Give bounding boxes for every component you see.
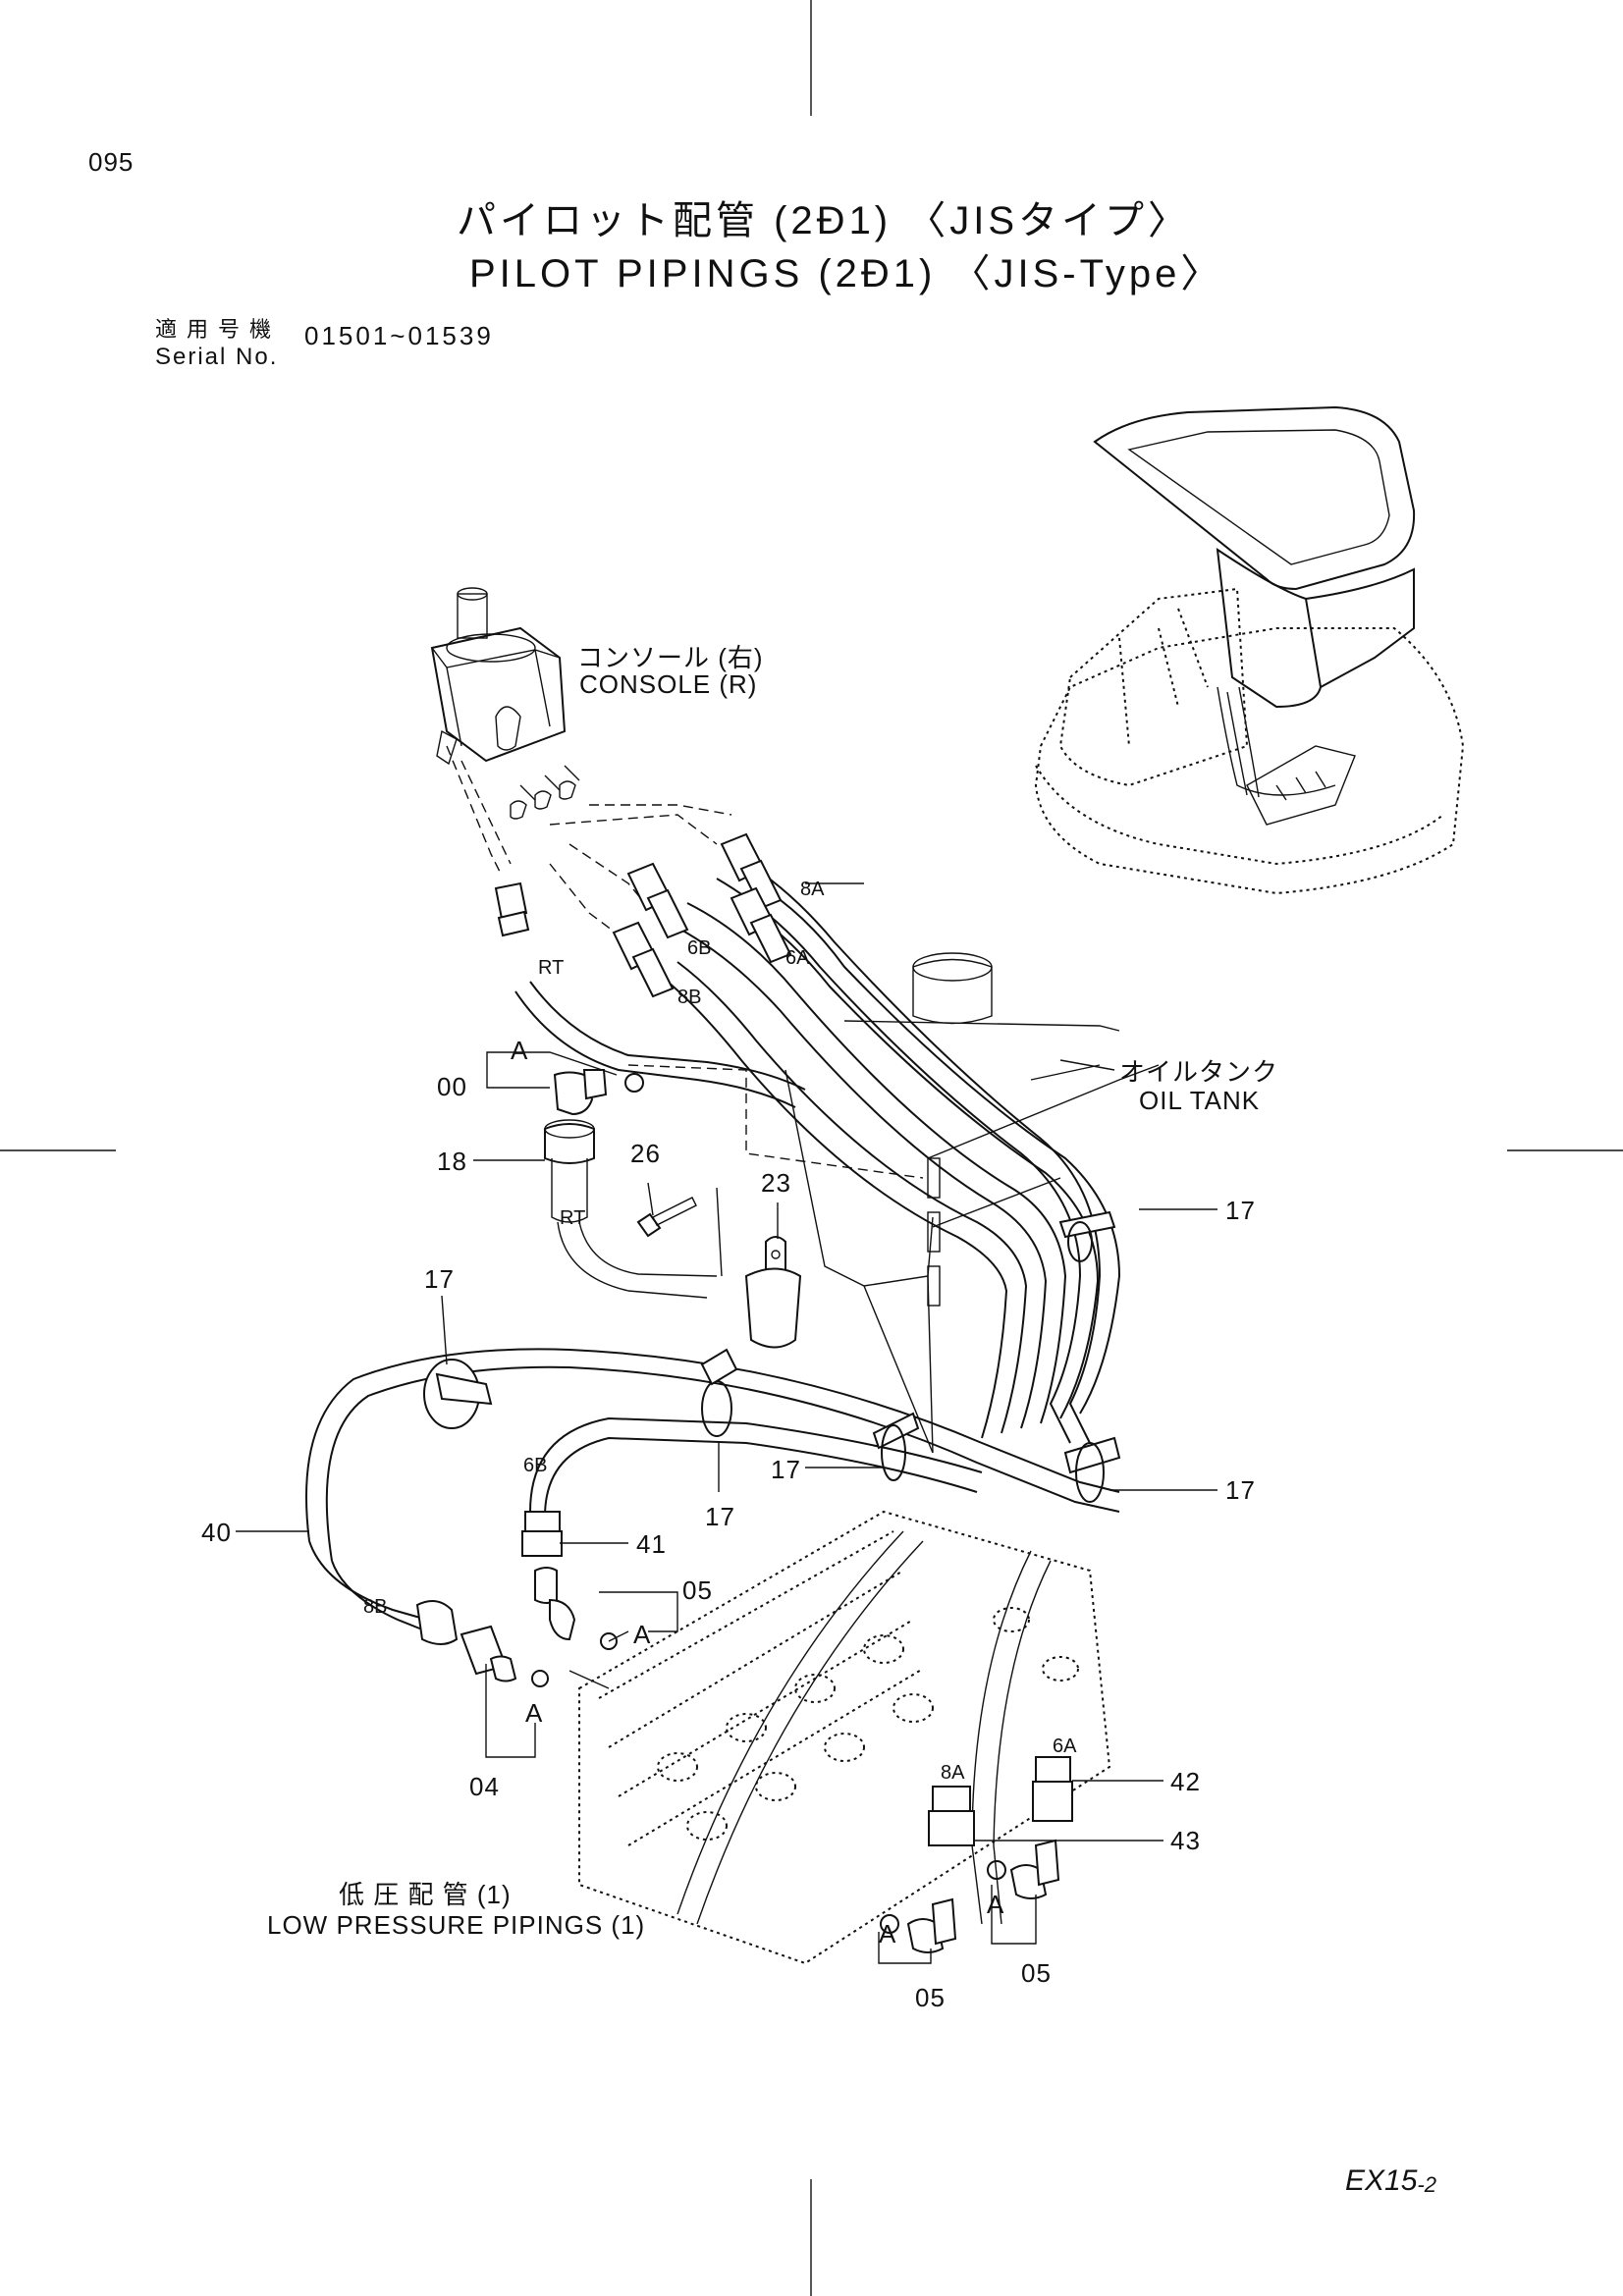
lower-fittings-right: [880, 1756, 1073, 1953]
part-number-42: 42: [1170, 1767, 1201, 1796]
hose-tag-6b-lower: 6B: [523, 1455, 548, 1476]
part-number-26: 26: [630, 1139, 661, 1168]
pilot-hoses: [514, 853, 1121, 1444]
part-number-43: 43: [1170, 1826, 1201, 1855]
hose-tag-8a-upper: 8A: [800, 879, 825, 900]
low-pressure-label-japanese: 低 圧 配 管 (1): [339, 1880, 512, 1909]
page-title-english: PILOT PIPINGS (2Ð1) 〈JIS-Type〉: [469, 252, 1224, 295]
view-marker-a-left: A: [525, 1698, 544, 1728]
view-marker-a-bottom-right: A: [987, 1890, 1005, 1919]
lower-hoses: [305, 1210, 1121, 1630]
part-number-17-mid-low: 17: [705, 1502, 735, 1531]
lower-fittings-left: [415, 1511, 618, 1687]
hose-fittings-upper: [494, 832, 792, 998]
oil-tank-label-english: OIL TANK: [1139, 1086, 1261, 1115]
view-marker-a-top: A: [511, 1036, 529, 1065]
hose-tag-6a-upper: 6A: [785, 947, 810, 969]
hose-tag-8a-lower: 8A: [941, 1762, 965, 1784]
hose-tag-6b-upper: 6B: [687, 937, 712, 959]
model-suffix: -2: [1417, 2172, 1436, 2197]
view-marker-a-upper-right: A: [633, 1620, 652, 1649]
page-title-japanese: パイロット配管 (2Ð1) 〈JISタイプ〉: [457, 199, 1192, 242]
hose-tag-6a-lower: 6A: [1053, 1735, 1077, 1757]
low-pressure-label-english: LOW PRESSURE PIPINGS (1): [267, 1910, 646, 1940]
part-number-00: 00: [437, 1072, 467, 1101]
serial-label-japanese: 適用号機: [155, 317, 282, 342]
console-label-japanese: コンソール (右): [577, 643, 764, 672]
part-number-05-bottom-left: 05: [915, 1983, 946, 2012]
part-number-04: 04: [469, 1772, 500, 1801]
part-number-05-bottom-right: 05: [1021, 1958, 1052, 1988]
hose-tag-8b-lower: 8B: [363, 1596, 388, 1618]
model-footer: EX15-2: [1345, 2164, 1436, 2198]
part-leaders: [236, 882, 1217, 1964]
part-number-17-left: 17: [424, 1264, 455, 1294]
view-marker-a-bottom-left: A: [879, 1919, 897, 1949]
fittings-00-18: [544, 1069, 718, 1299]
serial-range: 01501~01539: [304, 321, 494, 350]
part-number-18: 18: [437, 1147, 467, 1176]
control-valve-block: [578, 1510, 1111, 1965]
console-valve: [430, 587, 580, 820]
oil-tank: [784, 952, 1160, 1454]
part-number-17-right-top: 17: [1225, 1196, 1256, 1225]
model-name: EX15: [1345, 2164, 1418, 2197]
console-label-english: CONSOLE (R): [579, 669, 758, 699]
hose-tag-rt-middle: RT: [560, 1207, 586, 1229]
part-number-17-center: 17: [771, 1455, 801, 1484]
excavator-inset: [1034, 405, 1465, 895]
oil-tank-label-japanese: オイルタンク: [1119, 1057, 1279, 1087]
part-number-17-right-low: 17: [1225, 1475, 1256, 1505]
part-number-05-upper: 05: [682, 1575, 713, 1605]
part-number-40: 40: [201, 1518, 232, 1547]
part-number-23: 23: [761, 1168, 791, 1198]
bolt-clamp: [636, 1187, 802, 1349]
serial-label-english: Serial No.: [155, 344, 279, 370]
part-number-41: 41: [636, 1529, 667, 1559]
hose-tag-8b-upper: 8B: [677, 987, 702, 1008]
hose-tag-rt-upper: RT: [538, 957, 565, 979]
page-number: 095: [88, 147, 135, 177]
